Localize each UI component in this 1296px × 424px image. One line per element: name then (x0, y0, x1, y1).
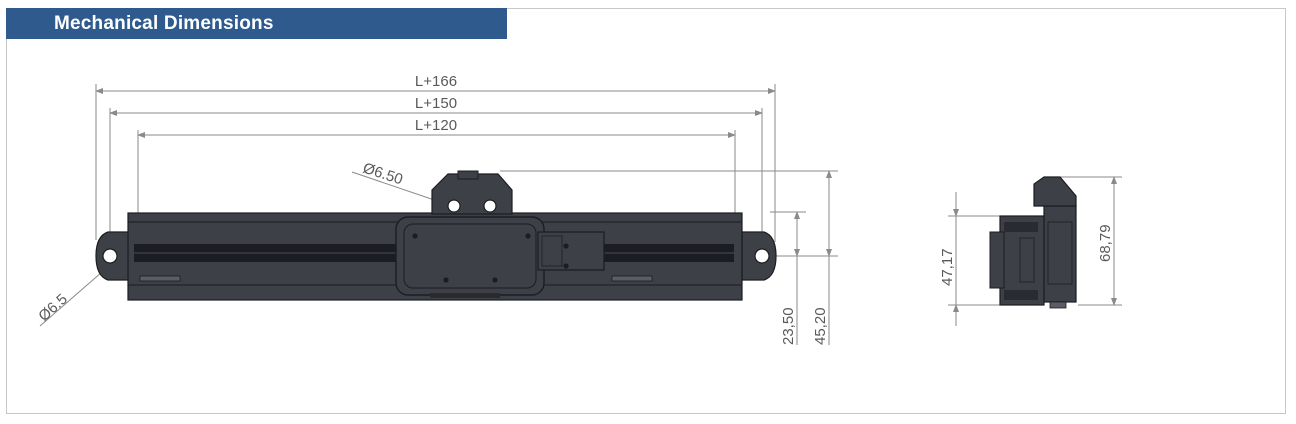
dim-height-high: 45,20 (812, 307, 829, 345)
front-view: L+166 L+150 L+120 Ø6.50 Ø6.5 23,50 45,20 (35, 73, 838, 345)
actuator-body (95, 170, 777, 301)
side-view: 47,17 68,79 (939, 176, 1122, 326)
dim-top-hole-diameter: Ø6.50 (361, 160, 405, 189)
dim-mount-length: L+150 (415, 95, 457, 112)
section-title: Mechanical Dimensions (54, 13, 274, 34)
dim-stroke-length: L+120 (415, 117, 457, 134)
dim-side-body-height: 47,17 (939, 248, 956, 286)
dim-side-total-height: 68,79 (1097, 224, 1114, 262)
dim-height-low: 23,50 (780, 307, 797, 345)
actuator-side-profile (989, 176, 1077, 309)
section-header-bar (6, 8, 507, 39)
dim-end-hole-diameter: Ø6.5 (35, 291, 71, 325)
dim-overall-length: L+166 (415, 73, 457, 90)
drawing-frame (6, 8, 1286, 414)
